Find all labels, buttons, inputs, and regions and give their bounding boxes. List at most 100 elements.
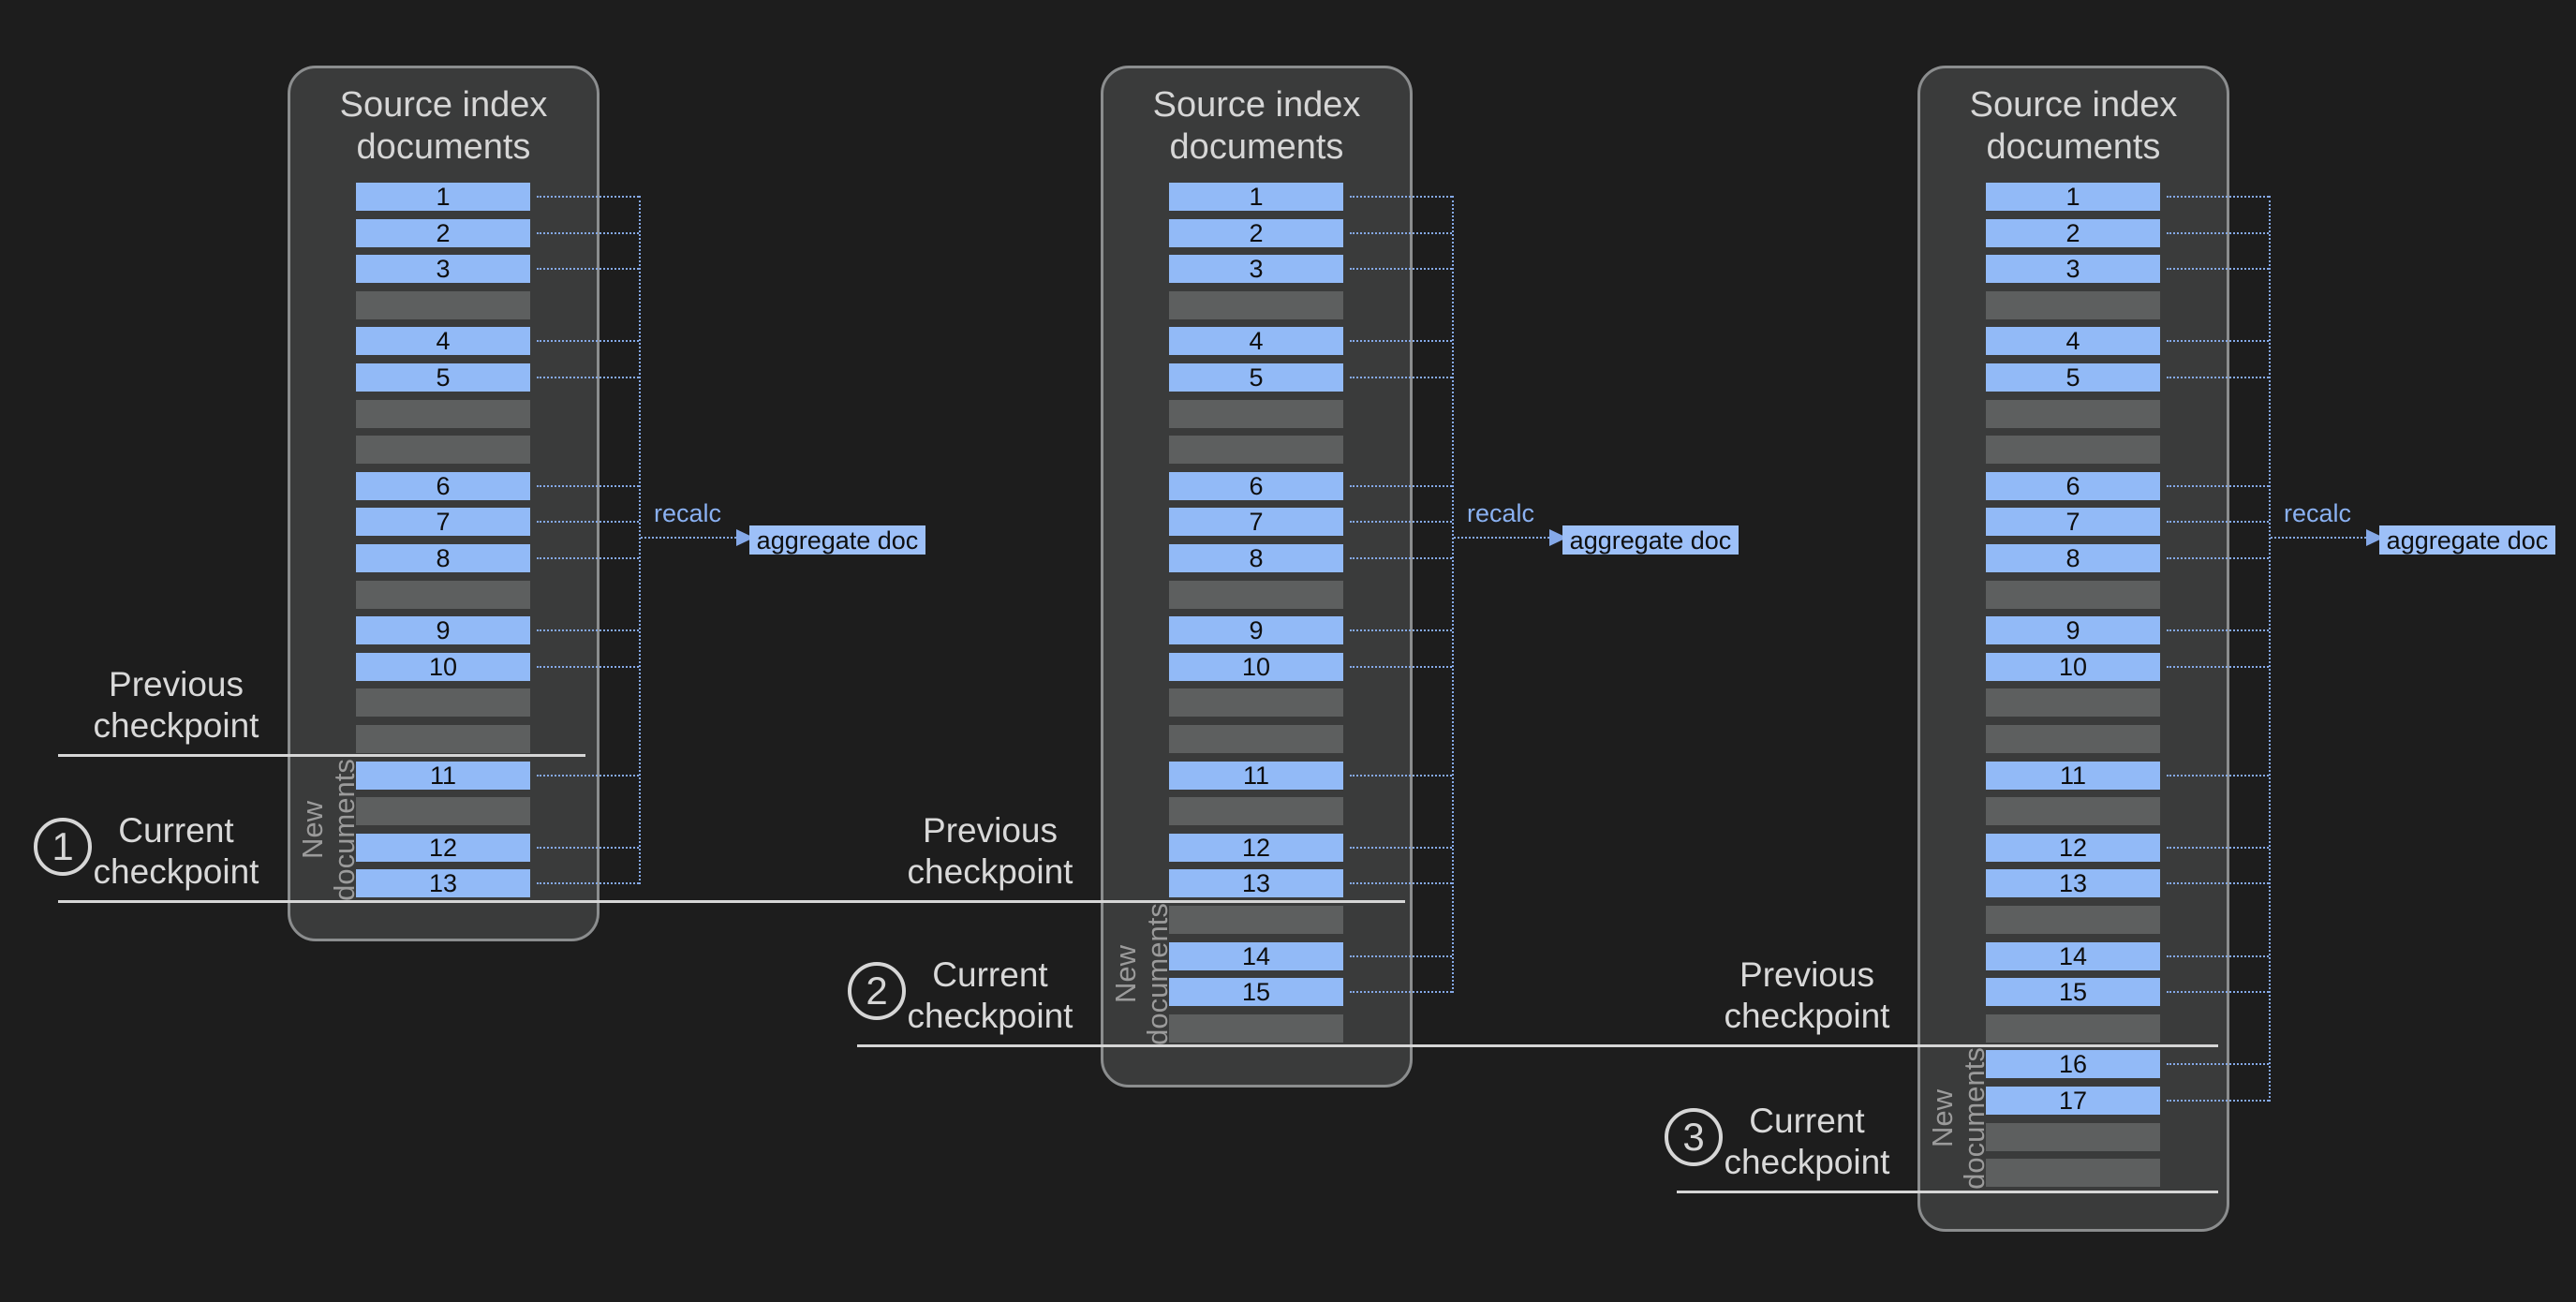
document-bar: 6 [1986,472,2160,500]
recalc-label: recalc [2284,499,2351,528]
panel-title-line: Source index [1101,84,1413,126]
document-bar: 3 [1986,255,2160,283]
previous-checkpoint-label: Previouscheckpoint [908,810,1073,893]
empty-document-slot [1986,725,2160,753]
doc-connector-line [1350,629,1452,631]
recalc-label: recalc [1467,499,1534,528]
doc-connector-line [2167,666,2269,668]
new-documents-label-text: Newdocuments [1927,1047,1991,1190]
recalc-arrow-line [2271,537,2366,539]
document-bar: 5 [1169,363,1343,392]
collector-line [1452,196,1454,993]
doc-connector-line [1350,196,1452,198]
checkpoint-line [58,754,585,757]
document-bar: 9 [1986,616,2160,644]
aggregate-doc-box: aggregate doc [1562,525,1739,555]
doc-connector-line [2167,232,2269,234]
step-number-badge: 3 [1665,1108,1723,1166]
new-documents-label-text: Newdocuments [1110,903,1174,1045]
document-bar: 10 [1986,653,2160,681]
document-bar: 3 [1169,255,1343,283]
document-bar: 1 [1986,183,2160,211]
doc-connector-line [1350,557,1452,559]
document-bar: 3 [356,255,530,283]
document-bar: 5 [1986,363,2160,392]
document-bar: 15 [1986,978,2160,1006]
empty-document-slot [1986,400,2160,428]
empty-document-slot [1986,436,2160,464]
empty-document-slot [356,688,530,717]
doc-connector-line [537,629,639,631]
current-checkpoint-label: Currentcheckpoint [94,810,259,893]
checkpoint-line [1677,1191,2218,1193]
doc-connector-line [1350,882,1452,884]
document-bar: 7 [1986,508,2160,536]
doc-connector-line [2167,268,2269,270]
checkpoint-line [857,1044,2218,1047]
current-checkpoint-label: Currentcheckpoint [908,954,1073,1037]
document-bar: 9 [356,616,530,644]
document-bar: 12 [1169,834,1343,862]
doc-connector-line [537,196,639,198]
checkpoint-label-line: Previous [1725,954,1890,996]
checkpoint-label-line: checkpoint [94,705,259,747]
doc-connector-line [2167,955,2269,957]
empty-document-slot [1986,291,2160,319]
checkpoint-label-line: Current [908,954,1073,996]
doc-connector-line [1350,955,1452,957]
panel-title-line: documents [1101,126,1413,169]
doc-connector-line [2167,377,2269,378]
doc-connector-line [1350,666,1452,668]
doc-connector-line [2167,557,2269,559]
document-bar: 2 [1169,219,1343,247]
doc-connector-line [537,485,639,487]
empty-document-slot [1169,688,1343,717]
doc-connector-line [537,557,639,559]
empty-document-slot [1169,400,1343,428]
panel-title-line: documents [288,126,600,169]
document-bar: 1 [356,183,530,211]
doc-connector-line [537,882,639,884]
doc-connector-line [2167,1063,2269,1065]
document-bar: 8 [1169,544,1343,572]
aggregate-doc-box: aggregate doc [2379,525,2555,555]
doc-connector-line [1350,377,1452,378]
new-documents-label-line: New [297,759,329,901]
empty-document-slot [1986,581,2160,609]
checkpoint-label-line: Previous [94,664,259,705]
document-bar: 11 [1169,762,1343,790]
doc-connector-line [2167,521,2269,523]
empty-document-slot [1169,725,1343,753]
checkpoint-label-line: checkpoint [94,851,259,893]
doc-connector-line [2167,775,2269,777]
doc-connector-line [2167,847,2269,849]
checkpoint-label-line: checkpoint [1725,996,1890,1037]
recalc-label: recalc [654,499,721,528]
empty-document-slot [356,581,530,609]
document-bar: 11 [1986,762,2160,790]
panel-title: Source indexdocuments [1101,84,1413,169]
checkpoint-line [58,900,1405,903]
doc-connector-line [537,847,639,849]
document-bar: 4 [1986,327,2160,355]
doc-connector-line [1350,847,1452,849]
new-documents-label-line: documents [1959,1047,1991,1190]
doc-connector-line [2167,1100,2269,1102]
document-bar: 4 [1169,327,1343,355]
doc-connector-line [1350,232,1452,234]
document-bar: 14 [1986,942,2160,970]
new-documents-label-line: documents [329,759,361,901]
checkpoint-label-line: checkpoint [1725,1142,1890,1183]
doc-connector-line [2167,991,2269,993]
empty-document-slot [1986,688,2160,717]
doc-connector-line [2167,196,2269,198]
doc-connector-line [537,268,639,270]
document-bar: 6 [1169,472,1343,500]
doc-connector-line [1350,268,1452,270]
new-documents-label-line: New [1110,903,1142,1045]
doc-connector-line [2167,629,2269,631]
document-bar: 9 [1169,616,1343,644]
previous-checkpoint-label: Previouscheckpoint [94,664,259,747]
panel-title: Source indexdocuments [288,84,600,169]
checkpoint-label-line: Current [94,810,259,851]
